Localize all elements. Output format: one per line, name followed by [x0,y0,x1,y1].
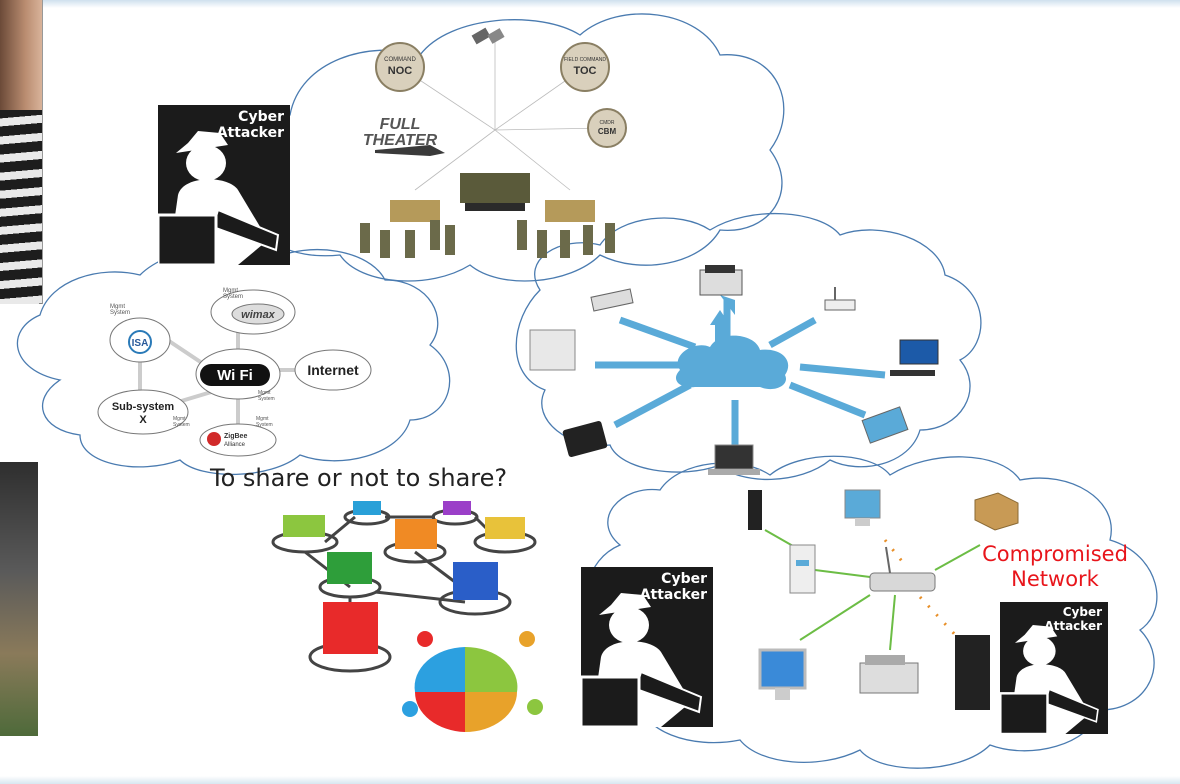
hacker-icon [1000,625,1099,734]
notebook-icon [708,444,760,475]
attacker-label-line2: Attacker [639,587,707,604]
wireless-cloud [16,247,451,476]
hacker-icon [158,131,280,265]
svg-text:NOC: NOC [388,65,413,77]
home-network-diagram [748,489,1019,710]
isa-logo [128,330,152,354]
svg-text:Mgmt: Mgmt [223,288,238,294]
monitor-icon [844,489,881,526]
toc-badge [560,42,610,92]
cyber-attacker-panel: Cyber Attacker [158,105,290,265]
svg-text:System: System [258,396,275,402]
svg-text:Mgmt: Mgmt [256,416,269,422]
svg-text:Mgmt: Mgmt [173,416,186,422]
svg-text:wimax: wimax [241,309,276,321]
cyber-attacker-panel: Cyber Attacker [581,567,713,727]
attacker-label-line2: Attacker [216,125,284,142]
scanner-icon [590,288,634,312]
tower-pc-icon [955,635,990,710]
svg-text:Alliance: Alliance [224,442,246,448]
theater-cloud [235,13,785,282]
drone-icon [375,145,445,156]
person-photo [0,0,43,304]
compromised-line1: Compromised [982,542,1128,566]
svg-text:Mgmt: Mgmt [258,390,271,396]
svg-text:CMDR: CMDR [600,120,615,126]
wifi-router-icon [869,546,936,592]
svg-text:System: System [173,422,190,428]
lab-photo [0,462,38,736]
attacker-label-line1: Cyber [661,571,707,587]
fax-icon [859,655,919,694]
share-question: To share or not to share? [210,464,508,492]
cyber-attacker-panel: Cyber Attacker [1000,602,1108,734]
connected-devices-diagram [529,265,939,475]
svg-text:THEATER: THEATER [363,132,438,149]
hacker-icon [581,593,703,727]
svg-text:System: System [223,294,243,300]
modem-icon [748,490,762,530]
laptop-icon [861,406,909,444]
attacker-label: Cyber Attacker [640,571,707,603]
svg-text:FULL: FULL [380,116,421,133]
svg-text:System: System [256,422,273,428]
wifi-logo [200,364,270,386]
svg-text:Wi Fi: Wi Fi [217,367,253,384]
router-icon [824,287,856,311]
soldiers-icon [360,220,615,258]
attacker-label-line2: Attacker [1044,618,1102,633]
zigbee-logo [207,432,221,446]
svg-text:Mgmt: Mgmt [110,304,125,310]
svg-text:CBM: CBM [598,127,617,136]
vehicle-icon [460,173,530,211]
svg-text:X: X [139,414,147,426]
compromised-network-label: Compromised Network [980,542,1130,592]
svg-text:ISA: ISA [132,338,149,349]
cbm-badge [587,108,627,148]
attacker-label-line1: Cyber [1062,605,1102,619]
svg-text:Sub-system: Sub-system [112,401,175,413]
attacker-label: Cyber Attacker [1044,605,1102,634]
full-theater-graphic: COMMAND NOC FIELD COMMAND TOC CMDR CBM F… [360,27,627,258]
humvee-icon [390,200,595,222]
package-icon [974,492,1019,531]
attacker-label: Cyber Attacker [217,109,284,141]
top-band [0,0,1180,8]
cloud-hub-icon [675,335,789,390]
tablet-icon [562,420,608,458]
svg-text:COMMAND: COMMAND [384,57,416,63]
svg-text:TOC: TOC [573,65,596,77]
puzzle-circle-icon [402,631,543,732]
wireless-systems-diagram: Mgmt System ISA Mgmt System wimax Wi Fi … [97,288,372,457]
bottom-band [0,776,1180,784]
svg-text:FIELD COMMAND: FIELD COMMAND [564,57,606,63]
sharing-groups-graphic [271,501,543,732]
imac-icon [758,648,807,700]
noc-badge [375,42,425,92]
wimax-logo [231,303,285,325]
people-icons [283,501,525,654]
satellite-icon [471,27,505,45]
svg-text:Internet: Internet [307,362,359,378]
device-arrows [595,295,886,445]
gateway-icon [789,544,816,594]
desktop-icon [890,339,939,376]
svg-text:System: System [110,310,130,316]
printer-icon [699,265,743,296]
server-box-icon [529,329,576,371]
svg-text:ZigBee: ZigBee [224,433,247,440]
compromised-line2: Network [1011,567,1099,592]
compromised-links [883,539,962,642]
attacker-label-line1: Cyber [238,109,284,125]
